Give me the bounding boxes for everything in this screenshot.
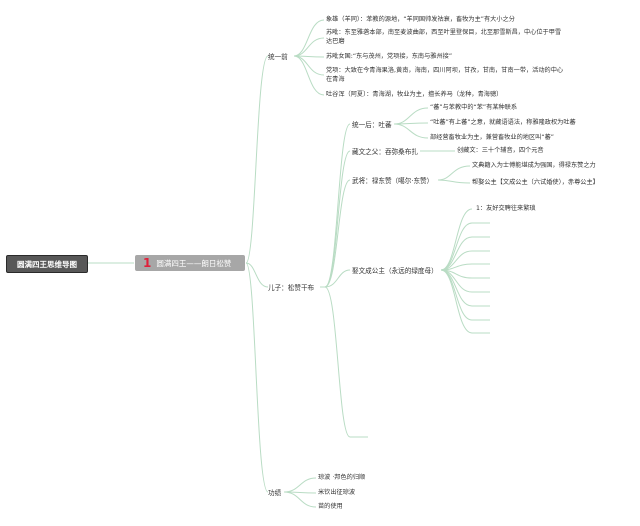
main-number: 1 [143,256,152,270]
son-script-label[interactable]: 藏文之父：吞弥桑布扎 [352,148,418,156]
main-node[interactable]: 1 圆满四王——朗日松赞 [135,255,245,271]
connector-son-princess [324,269,351,288]
root-node[interactable]: 圆满四王思维导图 [6,255,88,273]
connector-main-merit [245,262,269,493]
connector-unify-4 [293,55,325,96]
merit-item: 琼波 ·邦色的归顺 [318,474,366,481]
connector-son-script [324,150,351,288]
connector-unify-0 [293,19,325,57]
branch-unify-label[interactable]: 统一前 [268,53,288,61]
connector-unify-1 [293,37,325,57]
branch-son-label[interactable]: 儿子：松赞干布 [268,284,315,292]
merit-item: 苗的使用 [318,503,343,510]
connector-post-0 [393,107,429,125]
connector-main-son [245,262,269,288]
son-general-item: 文典籍入为士傅能堪成为强国，得禄东赞之力 [472,162,596,169]
connector-son-unify [324,123,351,288]
unify-item: 苏毗：东至雅砻本部，南至麦波曲部，西至叶里登保目，北至那雪斯昌，中心位于甲雪达巴… [326,29,562,45]
son-script-child: 创藏文：三十个辅音，四个元音 [457,147,544,154]
connector-post-2 [393,123,429,139]
connector-princess-9 [440,269,473,334]
connector-main-unify [245,55,269,264]
son-general-item: 帮娶公主【文成公主（六试婚使），赤尊公主】 [472,179,599,186]
unify-item: 象雄（羊同）：苯教的源地，“羊同国帅发祜衰，畜牧为主”有大小之分 [326,16,515,23]
son-general-label[interactable]: 武将：禄东赞（噶尔·东赞） [352,177,434,185]
son-princess-item: 1：友好交聘往来繁琐 [476,205,536,212]
connector-son-empty [324,286,351,438]
connector-son-general [324,179,351,288]
main-title: 圆满四王——朗日松赞 [156,258,232,268]
connector-princess-2 [440,236,473,271]
son-unify-label[interactable]: 统一后：吐蕃 [352,121,392,129]
son-unify-item: “吐蕃”有上蕃”之意，就藏语语法，称雅隆政权为吐蕃 [430,119,576,126]
root-title: 圆满四王思维导图 [17,259,77,269]
son-unify-item: “蕃”与苯教中的“苯”有某种联系 [430,104,518,111]
connector-princess-0 [440,208,473,271]
connector-princess-7 [440,269,473,307]
unify-item: 党项：大致在今青海果洛,黄南，海南，四川阿坝，甘孜，甘南，甘南一带，活动的中心在… [326,67,564,83]
branch-merit-label[interactable]: 功绩 [268,489,282,497]
connector-merit-2 [283,491,317,508]
connector-merit-0 [283,477,317,493]
son-princess-label[interactable]: 娶文成公主（永远的绿度母） [352,267,438,275]
unify-item: 吐谷浑（阿夏）：青海湖，牧业为主，擅长养马（龙种，青海骢） [326,91,503,98]
unify-item: 苏毗女国:“东与茂州，党项接，东南与雅州接” [326,53,453,60]
connector-unify-3 [293,55,325,76]
connector-princess-1 [440,222,473,271]
connector-general-0 [437,165,471,181]
son-unify-item: 部经营畜牧业为主，兼营畜牧业的地区叫“蕃” [430,134,554,141]
connector-general-1 [437,179,471,184]
merit-item: 米钦出征琼波 [318,489,356,496]
